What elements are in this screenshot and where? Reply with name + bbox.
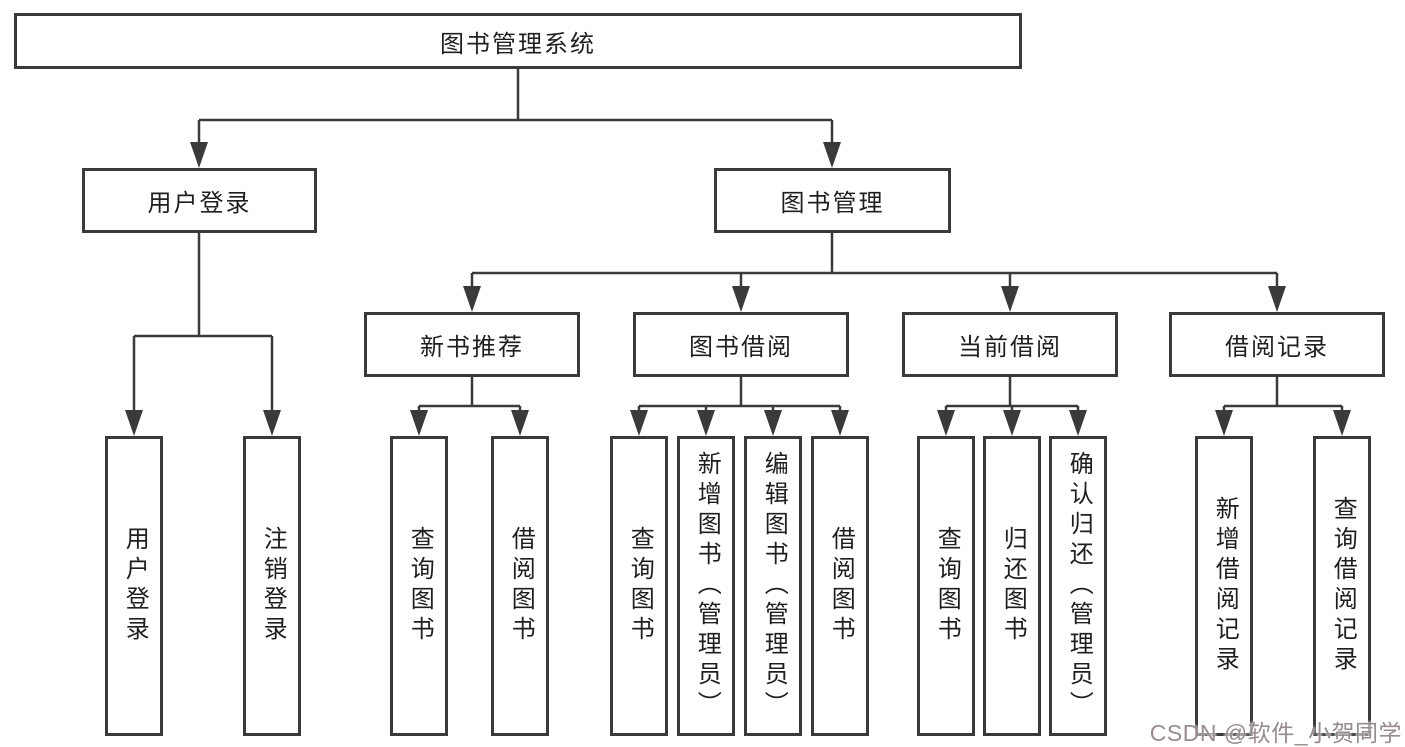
arrowhead [823,142,841,168]
node-label: 借阅记录 [1225,334,1329,361]
node-label: 查询图书 [406,526,434,646]
node-book-borrow: 图书借阅 [633,312,849,377]
leaf-query-borrow-record: 查询借阅记录 [1313,436,1371,736]
connector-root-to-level2 [190,69,841,168]
node-label: 查询借阅记录 [1329,496,1357,676]
node-label: 图书管理 [780,190,885,217]
connector-new-book-recommend-to-leaves [410,377,529,436]
node-user-login: 用户登录 [82,168,317,233]
leaf-logout-login: 注销登录 [243,436,301,736]
node-new-book-recommend: 新书推荐 [364,312,580,377]
node-label: 图书管理系统 [440,30,596,58]
node-label: 用户登录 [121,526,149,646]
leaf-borrow-books: 借阅图书 [811,436,869,736]
node-label: 查询图书 [626,526,654,646]
arrowhead [511,410,529,436]
connector-book-borrow-to-leaves [630,377,849,436]
arrowhead [1003,410,1021,436]
leaf-query-books-borrow: 查询图书 [610,436,668,736]
node-label: 当前借阅 [958,334,1062,361]
arrowhead [764,410,782,436]
arrowhead [732,286,750,312]
leaf-return-books: 归还图书 [983,436,1041,736]
arrowhead [630,410,648,436]
node-label: 图书借阅 [689,334,793,361]
node-borrow-records: 借阅记录 [1169,312,1385,377]
node-label: 新增借阅记录 [1211,496,1239,676]
arrowhead [1215,410,1233,436]
connector-user-login-to-leaves [125,233,281,436]
node-current-borrow: 当前借阅 [902,312,1118,377]
arrowhead [1069,410,1087,436]
node-library-management-system: 图书管理系统 [14,13,1022,69]
node-label: 用户登录 [147,190,252,217]
node-label: 新书推荐 [420,334,524,361]
connector-borrow-records-to-leaves [1215,377,1351,436]
node-label: 注销登录 [259,526,287,646]
arrowhead [831,410,849,436]
node-label: 编辑图书（管理员） [760,451,788,721]
arrowhead [410,410,428,436]
arrowhead [190,142,208,168]
connector-current-borrow-to-leaves [937,377,1087,436]
arrowhead [1001,286,1019,312]
leaf-user-login: 用户登录 [105,436,163,736]
leaf-add-books-admin: 新增图书（管理员） [677,436,735,736]
node-label: 确认归还（管理员） [1065,451,1093,721]
connector-book-management-to-level3 [463,233,1286,312]
node-label: 查询图书 [933,526,961,646]
node-label: 归还图书 [999,526,1027,646]
node-label: 借阅图书 [507,526,535,646]
arrowhead [937,410,955,436]
arrowhead [1268,286,1286,312]
leaf-add-borrow-record: 新增借阅记录 [1195,436,1253,736]
leaf-borrow-books-recommend: 借阅图书 [491,436,549,736]
leaf-query-books-recommend: 查询图书 [390,436,448,736]
arrowhead [463,286,481,312]
arrowhead [125,410,143,436]
arrowhead [1333,410,1351,436]
leaf-confirm-return-admin: 确认归还（管理员） [1049,436,1107,736]
leaf-query-books-current: 查询图书 [917,436,975,736]
arrowhead [263,410,281,436]
node-book-management: 图书管理 [714,168,951,233]
node-label: 新增图书（管理员） [693,451,721,721]
csdn-watermark: CSDN @软件_小贺同学 [1149,720,1402,746]
arrowhead [697,410,715,436]
leaf-edit-books-admin: 编辑图书（管理员） [744,436,802,736]
node-label: 借阅图书 [827,526,855,646]
